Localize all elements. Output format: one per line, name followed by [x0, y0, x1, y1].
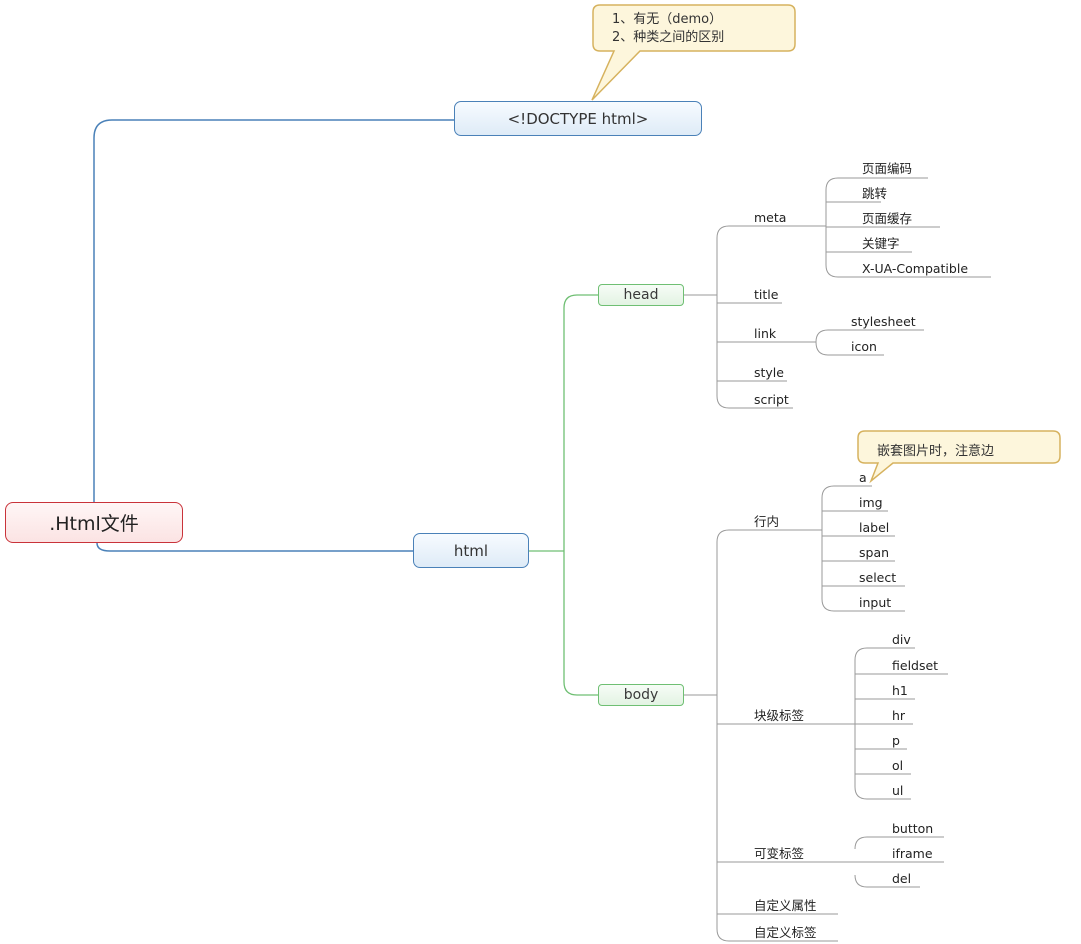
block-item[interactable]: hr: [892, 708, 906, 723]
link-item[interactable]: stylesheet: [851, 314, 916, 329]
body-node[interactable]: body: [598, 684, 684, 706]
callout-bubble-doctype: [591, 4, 796, 101]
meta-item[interactable]: 页面缓存: [862, 211, 913, 226]
head-node[interactable]: head: [598, 284, 684, 306]
link-node[interactable]: link: [754, 326, 777, 341]
block-item[interactable]: div: [892, 632, 911, 647]
inline-item[interactable]: img: [859, 495, 883, 510]
inline-item[interactable]: select: [859, 570, 897, 585]
meta-item[interactable]: X-UA-Compatible: [862, 261, 969, 276]
style-node[interactable]: style: [754, 365, 784, 380]
block-item[interactable]: ol: [892, 758, 904, 773]
variable-item[interactable]: button: [892, 821, 934, 836]
variable-item[interactable]: iframe: [892, 846, 933, 861]
variable-item[interactable]: del: [892, 871, 912, 886]
doctype-note-line-1: 1、有无（demo）: [612, 12, 723, 27]
root-node[interactable]: .Html文件: [5, 502, 183, 543]
html-node[interactable]: html: [413, 533, 529, 568]
link-item[interactable]: icon: [851, 339, 877, 354]
inline-item[interactable]: a: [859, 470, 867, 485]
inline-note: 嵌套图片时，注意边: [877, 444, 995, 459]
inline-item[interactable]: input: [859, 595, 892, 610]
variable-node[interactable]: 可变标签: [754, 846, 805, 861]
block-node[interactable]: 块级标签: [754, 708, 805, 723]
inline-item[interactable]: label: [859, 520, 890, 535]
meta-item[interactable]: 跳转: [862, 186, 888, 201]
inline-item[interactable]: span: [859, 545, 890, 560]
block-item[interactable]: h1: [892, 683, 908, 698]
meta-node[interactable]: meta: [754, 210, 787, 225]
block-item[interactable]: ul: [892, 783, 904, 798]
script-node[interactable]: script: [754, 392, 789, 407]
inline-node[interactable]: 行内: [754, 514, 780, 529]
block-item[interactable]: fieldset: [892, 658, 939, 673]
meta-item[interactable]: 页面编码: [862, 161, 913, 176]
block-item[interactable]: p: [892, 733, 900, 748]
custom-tag-node[interactable]: 自定义标签: [754, 925, 817, 940]
custom-attr-node[interactable]: 自定义属性: [754, 898, 817, 913]
doctype-node[interactable]: <!DOCTYPE html>: [454, 101, 702, 136]
title-node[interactable]: title: [754, 287, 779, 302]
callout-bubble-inline: [857, 430, 1061, 484]
meta-item[interactable]: 关键字: [862, 236, 900, 251]
doctype-note: 1、有无（demo） 2、种类之间的区别: [612, 11, 724, 47]
doctype-note-line-2: 2、种类之间的区别: [612, 30, 725, 45]
